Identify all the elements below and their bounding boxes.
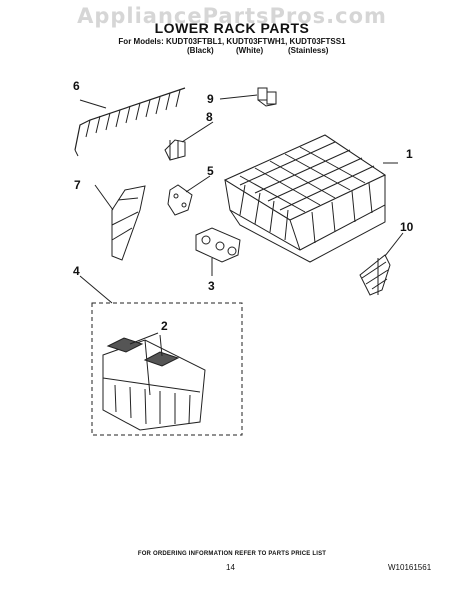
- callout-4: 4: [73, 264, 80, 278]
- finish-stainless: (Stainless): [288, 46, 329, 55]
- rack-clip-part: [164, 121, 214, 161]
- callout-5: 5: [207, 164, 214, 178]
- document-number: W10161561: [388, 563, 432, 572]
- callout-7: 7: [74, 178, 81, 192]
- callout-2: 2: [161, 319, 168, 333]
- callout-8: 8: [206, 110, 213, 124]
- page-title: LOWER RACK PARTS: [154, 20, 310, 36]
- page-number: 14: [226, 563, 235, 572]
- tine-row-part: [74, 87, 186, 157]
- finish-black: (Black): [187, 46, 214, 55]
- callout-3: 3: [208, 279, 215, 293]
- wheel-bracket-part: [167, 175, 211, 216]
- ordering-note: FOR ORDERING INFORMATION REFER TO PARTS …: [137, 551, 327, 557]
- callout-1: 1: [406, 147, 413, 161]
- cup-shelf-part: [359, 232, 404, 296]
- silverware-basket-part: [94, 184, 146, 261]
- finish-white: (White): [236, 46, 264, 55]
- model-list: For Models: KUDT03FTBL1, KUDT03FTWH1, KU…: [118, 37, 346, 46]
- basket-cover-part: [106, 332, 180, 367]
- callout-9: 9: [207, 92, 214, 106]
- callout-10: 10: [400, 220, 414, 234]
- roller-clip-part: [219, 87, 277, 107]
- basket-assembly-part: [79, 275, 243, 436]
- wheel-assembly-part: [195, 227, 241, 276]
- callout-6: 6: [73, 79, 80, 93]
- watermark: AppliancePartsPros.com: [77, 4, 387, 28]
- lower-rack-basket-part: [223, 134, 398, 263]
